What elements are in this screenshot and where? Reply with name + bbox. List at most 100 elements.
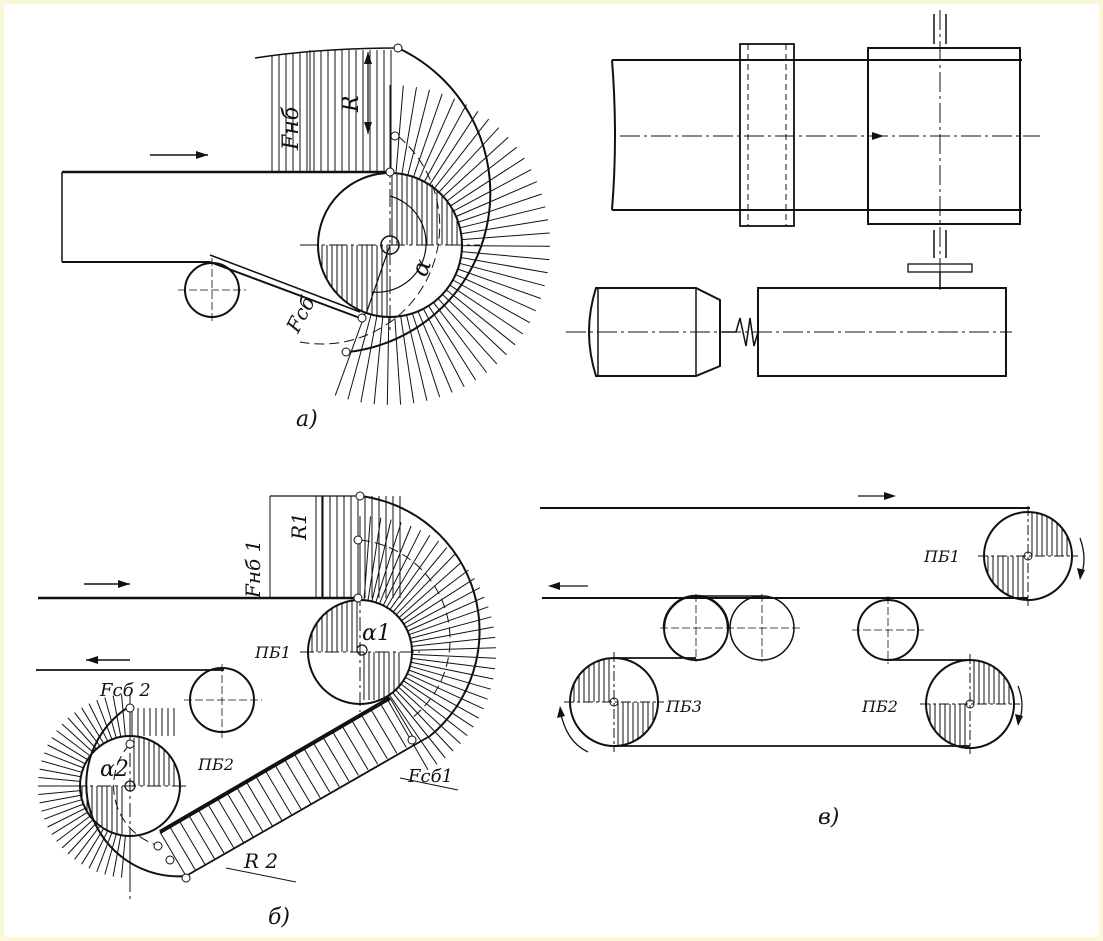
hatch-line xyxy=(159,831,187,877)
hatch-line xyxy=(96,832,113,872)
hatch-line xyxy=(401,569,469,622)
hatch-line xyxy=(385,696,429,771)
hatch-line xyxy=(392,547,448,613)
b-pulley-2-hatching xyxy=(81,738,175,834)
b-strand-envelope xyxy=(185,735,431,877)
hatch-line xyxy=(423,104,467,183)
hatch-line xyxy=(351,720,379,765)
c-pulley-1-hatching xyxy=(987,512,1068,600)
hatch-line xyxy=(395,689,454,752)
hatch-line xyxy=(394,316,402,405)
hatch-line xyxy=(398,686,461,744)
panel-v-three-pulley: ПБ1 ПБ3 ПБ2 в) xyxy=(540,492,1085,830)
hatch-line xyxy=(461,232,550,241)
hatch-line xyxy=(88,703,109,742)
hatch-line xyxy=(360,714,388,760)
hatch-line xyxy=(403,578,475,625)
b-envelope-2 xyxy=(85,705,187,878)
c-pulley-3-hatching xyxy=(573,658,654,746)
hatch-line xyxy=(39,768,81,778)
hatch-line xyxy=(379,703,407,748)
hatch-line xyxy=(56,730,91,757)
c-label-pb3: ПБ3 xyxy=(665,697,702,716)
hatch-line xyxy=(410,661,494,680)
hatch-line xyxy=(332,731,359,776)
hatch-line xyxy=(67,822,97,855)
hatch-line xyxy=(438,127,500,193)
hatch-line xyxy=(169,826,197,871)
hatch-line xyxy=(398,561,463,618)
hatch-line xyxy=(347,314,372,400)
hatch-line xyxy=(405,676,480,719)
hatch-line xyxy=(461,219,549,235)
c-pulley-2-hatching xyxy=(929,660,1010,748)
a-top-envelope xyxy=(254,47,399,59)
plan-motor xyxy=(588,287,721,377)
a-radius-line xyxy=(365,244,391,315)
a-node xyxy=(341,347,351,357)
b-label-alpha2: α2 xyxy=(100,757,129,782)
hatch-line xyxy=(457,268,541,299)
hatch-line xyxy=(88,830,109,869)
hatch-line xyxy=(442,136,509,197)
hatch-line xyxy=(360,315,378,403)
hatch-line xyxy=(334,312,366,396)
c-caption: в) xyxy=(818,805,839,830)
hatch-line xyxy=(207,803,235,849)
hatch-line xyxy=(446,146,518,202)
sheet-background xyxy=(4,4,1099,937)
hatch-line xyxy=(41,760,83,773)
hatch-line xyxy=(406,314,428,401)
hatch-line xyxy=(395,85,404,174)
hatch-line xyxy=(382,530,422,606)
panel-b-double-drive: Fнб 1 R1 α1 ПБ1 Fсб 2 ПБ2 α2 Fсб1 R 2 б) xyxy=(36,491,496,930)
panel-a-plan-view xyxy=(566,10,1040,377)
hatch-line xyxy=(61,819,94,849)
hatch-line xyxy=(442,294,507,356)
hatch-line xyxy=(411,657,496,670)
hatch-line xyxy=(410,616,492,639)
hatch-line xyxy=(411,647,496,651)
hatch-line xyxy=(401,87,417,175)
b-label-r1: R1 xyxy=(287,512,311,541)
hatch-line xyxy=(422,308,465,388)
a-motion-arrowhead xyxy=(196,151,208,159)
a-label-f-nb: Fнб xyxy=(279,106,304,151)
hatch-line xyxy=(38,790,81,795)
hatch-line xyxy=(56,815,91,842)
hatch-line xyxy=(39,794,81,804)
hatch-line xyxy=(104,697,117,739)
hatch-line xyxy=(459,262,545,287)
hatch-line xyxy=(409,665,491,690)
hatch-line xyxy=(371,519,392,602)
a-belt-slack xyxy=(209,261,361,319)
a-alpha-arc xyxy=(371,195,427,293)
b-label-pb2: ПБ2 xyxy=(197,755,234,774)
hatch-line xyxy=(400,316,415,404)
hatch-line xyxy=(121,835,126,878)
b-label-f-nb1: Fнб 1 xyxy=(241,540,265,599)
b-strand-hatching xyxy=(131,496,417,877)
hatch-line xyxy=(51,737,88,761)
a-belt-slack-inner xyxy=(209,254,361,313)
b-dashed-arc-2 xyxy=(113,743,161,847)
hatch-line xyxy=(413,93,443,178)
b-caption: б) xyxy=(268,905,290,930)
hatch-line xyxy=(406,673,484,710)
hatch-line xyxy=(104,833,117,875)
hatch-line xyxy=(322,736,350,782)
a-dashed-arc xyxy=(299,135,441,345)
hatch-line xyxy=(375,522,402,603)
b-label-f-sb2: Fсб 2 xyxy=(99,680,151,701)
a-tension-diagram-radial-hatching xyxy=(334,85,551,406)
hatch-line xyxy=(121,694,126,737)
hatch-line xyxy=(274,764,302,810)
b-dashed-arc-1 xyxy=(359,539,451,719)
hatch-line xyxy=(434,118,490,189)
hatch-line xyxy=(236,787,264,832)
hatch-line xyxy=(461,245,551,247)
hatch-line xyxy=(41,799,83,812)
plan-drive-drum xyxy=(867,47,1021,225)
